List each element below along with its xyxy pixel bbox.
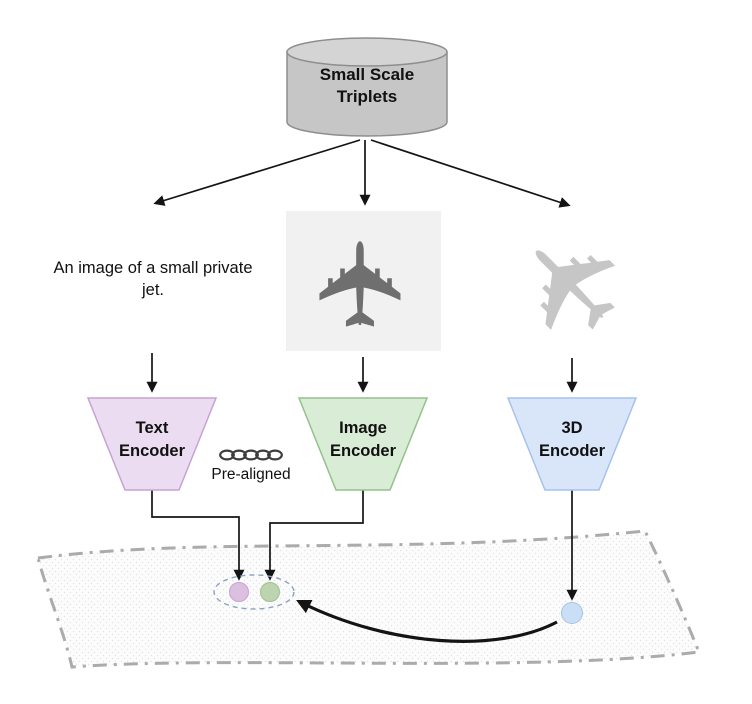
embedding-manifold <box>36 529 702 669</box>
chain-icon <box>219 449 283 461</box>
image-embedding-dot <box>260 582 280 602</box>
text-encoder-shape <box>86 397 218 491</box>
airplane-image <box>286 211 441 351</box>
image-encoder-to-embedding-connector <box>264 490 364 581</box>
3d-encoder-shape <box>506 397 638 491</box>
airplane-pointcloud-icon: ✈ <box>481 192 663 374</box>
embedding-alignment-arrow <box>296 600 558 643</box>
text-encoder-to-embedding-connector <box>151 490 245 581</box>
aligned-embeddings-ellipse <box>213 574 295 610</box>
db-to-pointcloud-arrow <box>370 139 571 208</box>
airplane-photo-icon: ✈ <box>297 235 429 334</box>
3d-embedding-dot <box>561 602 583 624</box>
db-to-text-arrow <box>153 139 361 206</box>
text-embedding-dot <box>229 582 249 602</box>
image-encoder-shape <box>297 397 429 491</box>
triplets-database-cylinder <box>286 37 448 137</box>
